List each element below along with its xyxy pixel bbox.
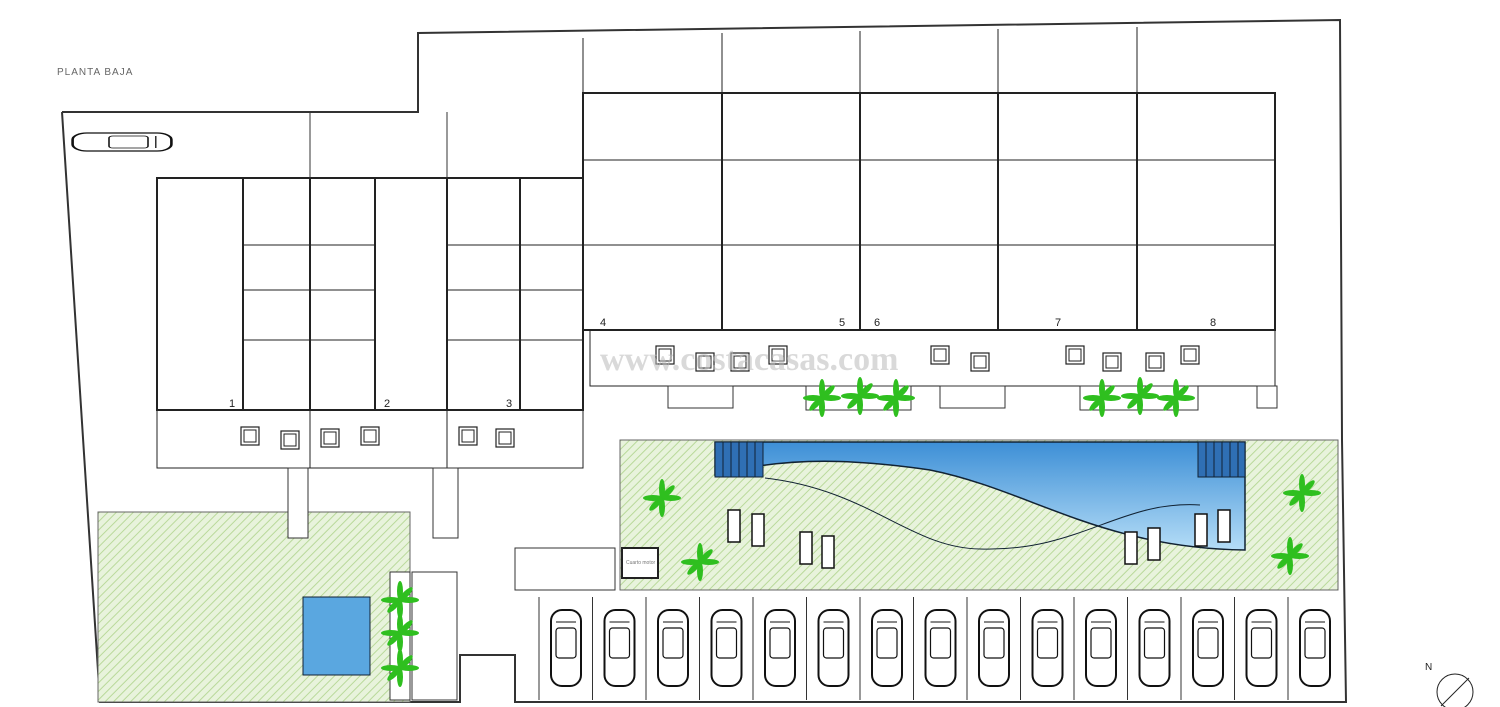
stairs — [287, 385, 1278, 701]
unit-number: 1 — [229, 398, 235, 410]
parked-car-icon — [657, 609, 689, 687]
pool-steps-left — [714, 441, 764, 478]
parked-car-icon — [871, 609, 903, 687]
parked-car-icon — [550, 609, 582, 687]
parked-car-icon — [1031, 609, 1064, 687]
compass-north: N — [1425, 662, 1432, 673]
unit-number: 4 — [600, 317, 606, 329]
unit-number: 3 — [506, 398, 512, 410]
parked-car-icon — [1138, 609, 1171, 687]
parked-car-icon — [764, 609, 796, 687]
main-pool — [714, 441, 1246, 551]
parked-car-icon — [1299, 609, 1331, 687]
plan-title: PLANTA BAJA — [57, 67, 134, 78]
compass-icon: N — [1425, 662, 1474, 707]
unit-number: 5 — [839, 317, 845, 329]
pump-room — [621, 547, 659, 579]
pump-room-label: Cuarto motor — [626, 560, 656, 566]
parked-car-icon — [978, 609, 1010, 687]
pool-steps-right — [1197, 441, 1246, 478]
parked-car-icon — [1245, 609, 1278, 687]
parked-car-icon — [603, 609, 636, 687]
unit-number: 2 — [384, 398, 390, 410]
parked-car-icon — [924, 609, 957, 687]
unit-number: 7 — [1055, 317, 1061, 329]
unit-number: 6 — [874, 317, 880, 329]
small-pool — [302, 596, 371, 676]
watermark: www.costacasas.com — [600, 341, 898, 378]
car-icon — [71, 131, 173, 153]
parked-car-icon — [710, 609, 743, 687]
sun-loungers — [727, 509, 1231, 569]
unit-numbers: 1 2 3 4 5 6 7 8 — [229, 317, 1216, 410]
parked-car-icon — [1085, 609, 1117, 687]
parked-car-icon — [817, 609, 850, 687]
building-east — [582, 27, 1276, 387]
parked-car-icon — [1192, 609, 1224, 687]
building-west — [156, 177, 584, 469]
parking-area — [538, 597, 1331, 700]
unit-number: 8 — [1210, 317, 1216, 329]
